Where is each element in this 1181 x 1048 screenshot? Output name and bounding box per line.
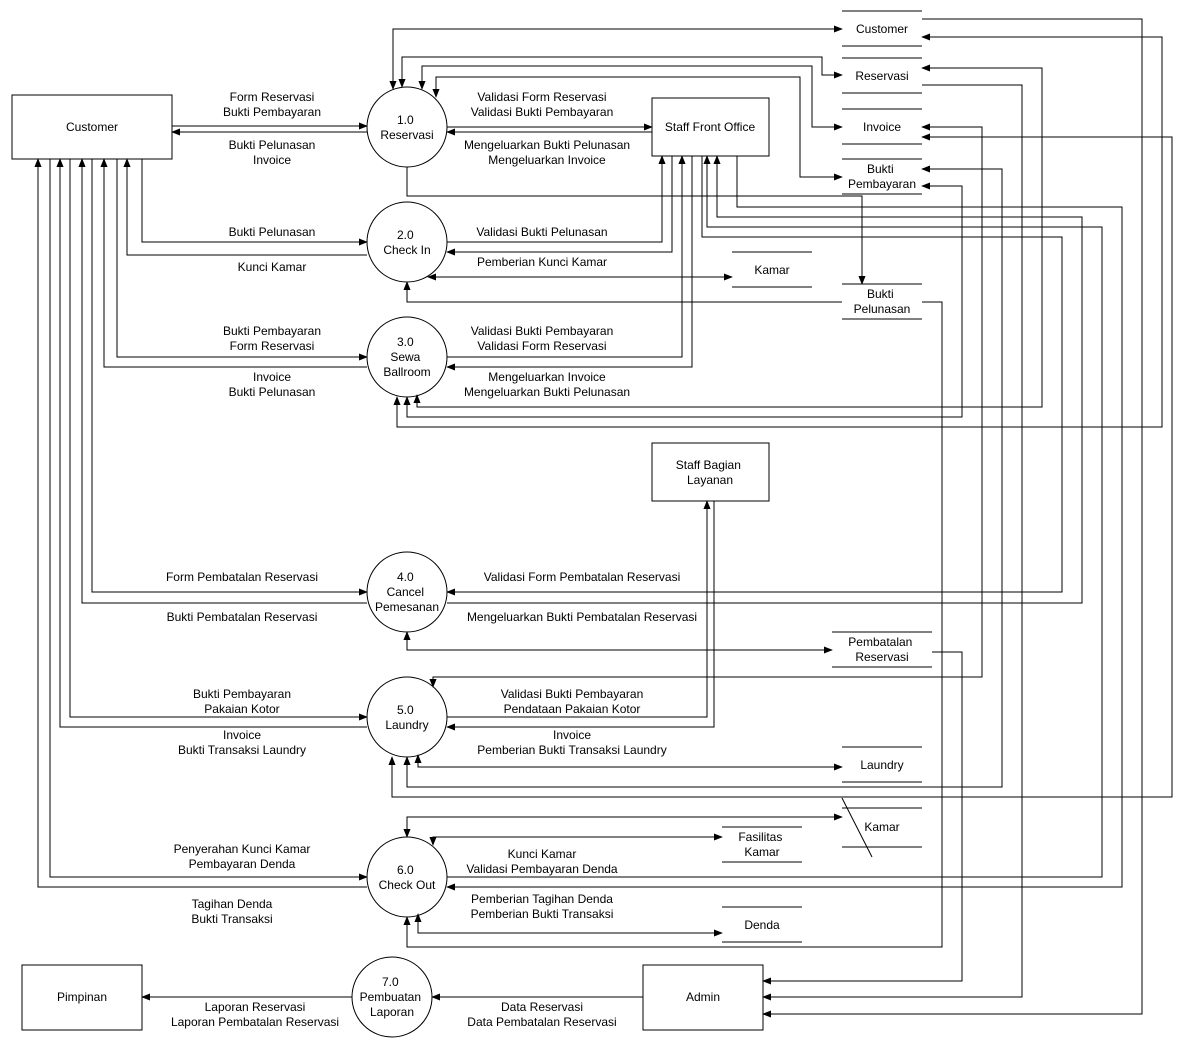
entity-staff-bagian-layanan: Staff Bagian Layanan [651,442,770,502]
process-check-in: 2.0 Check In [366,201,448,283]
process-sewa-ballroom: 3.0 Sewa Ballroom [366,316,448,398]
svg-text:Kamar: Kamar [754,263,789,277]
svg-text:Denda: Denda [744,918,780,932]
flow-laundry-to-customer [56,158,367,728]
svg-text:Bukti Pelunasan: Bukti Pelunasan [854,287,911,316]
entity-staff-front-office-label: Staff Front Office [665,120,756,134]
flow-laundry-to-staff-layanan [447,500,711,718]
store-denda: Denda [722,906,802,943]
entity-pimpinan-label: Pimpinan [57,990,107,1004]
flow-customer-to-ballroom [116,159,368,361]
flow-bukti-pelunasan-to-checkin [403,281,842,303]
flow-checkout-fasilitas-store [429,833,723,846]
flow-label: Form Pembatalan Reservasi [166,570,318,584]
process-check-out-label: 6.0 Check Out [379,863,436,892]
svg-text:Bukti Pembayaran: Bukti Pembayaran [848,162,916,191]
flow-customer-to-checkin [141,159,368,246]
svg-text:Reservasi: Reservasi [855,69,908,83]
flow-cancel-to-customer [78,158,367,604]
flow-checkin-to-customer [123,158,367,256]
store-bukti-pelunasan: Bukti Pelunasan [842,283,922,320]
flow-bukti-pelunasan-to-checkout [403,301,943,948]
entity-pimpinan: Pimpinan [21,964,143,1031]
flow-label: Bukti Pembatalan Reservasi [167,610,318,624]
process-pembuatan-laporan: 7.0 Pembuatan Laporan [351,956,433,1038]
store-fasilitas-kamar: Fasilitas Kamar [722,826,802,863]
flow-reservasi-store-to-admin [762,84,1023,1001]
entity-customer: Customer [11,94,173,160]
process-reservasi: 1.0 Reservasi [366,86,448,168]
flow-label: Pemberian Kunci Kamar [477,255,607,269]
svg-text:Customer: Customer [856,22,908,36]
flow-checkout-kamar-store [403,813,843,838]
process-laundry: 5.0 Laundry [366,676,448,758]
entity-customer-label: Customer [66,120,118,134]
svg-text:Kamar: Kamar [864,820,899,834]
flow-label: Mengeluarkan Bukti Pembatalan Reservasi [467,610,697,624]
flow-ballroom-to-customer [100,158,367,368]
svg-text:Fasilitas Kamar: Fasilitas Kamar [738,830,785,859]
flow-label: Validasi Bukti Pelunasan [476,225,607,239]
flow-staff-fo-to-checkout [446,156,1123,891]
flow-reservasi-customer-store [389,25,843,90]
flow-pembatalan-store-to-admin [762,651,963,985]
entity-staff-front-office: Staff Front Office [651,97,770,157]
flow-reservasi-to-bukti-pelunasan-store [406,167,866,285]
flow-checkout-to-staff-fo [447,155,1103,878]
flow-customer-store-to-admin [762,18,1143,1018]
store-bukti-pembayaran: Bukti Pembayaran [842,158,922,195]
store-kamar: Kamar [732,251,812,288]
flow-customer-to-cancel [91,159,368,596]
store-laundry: Laundry [842,746,922,783]
store-kamar-checkout: Kamar [841,797,922,858]
flow-customer-to-checkout [49,159,368,881]
flow-label: Bukti Pelunasan [229,225,316,239]
store-customer: Customer [842,10,922,47]
flow-label: Kunci Kamar [238,260,307,274]
flow-label: Validasi Form Pembatalan Reservasi [484,570,681,584]
flow-lines [34,18,1173,1018]
flow-checkout-denda-store [414,913,723,937]
flow-checkout-to-customer [34,158,367,888]
process-cancel-pemesanan: 4.0 Cancel Pemesanan [366,551,448,633]
store-pembatalan-reservasi: Pembatalan Reservasi [832,631,932,668]
flow-customer-to-laundry [69,159,368,721]
flow-bukti-pembayaran-store-to-laundry [403,165,1003,788]
flow-reservasi-reservasi-store [398,56,843,88]
flow-invoice-store-to-laundry-2 [388,133,1173,798]
svg-text:Laundry: Laundry [860,758,903,772]
store-invoice: Invoice [842,108,922,145]
svg-text:Pembatalan Reservasi: Pembatalan Reservasi [848,635,915,664]
svg-text:Invoice: Invoice [863,120,901,134]
process-pembuatan-laporan-label: 7.0 Pembuatan Laporan [360,975,425,1019]
flow-cancel-pembatalan-store [403,631,833,654]
store-reservasi: Reservasi [842,57,922,94]
entity-admin: Admin [642,964,764,1031]
process-check-out: 6.0 Check Out [366,836,448,918]
entity-admin-label: Admin [686,990,720,1004]
